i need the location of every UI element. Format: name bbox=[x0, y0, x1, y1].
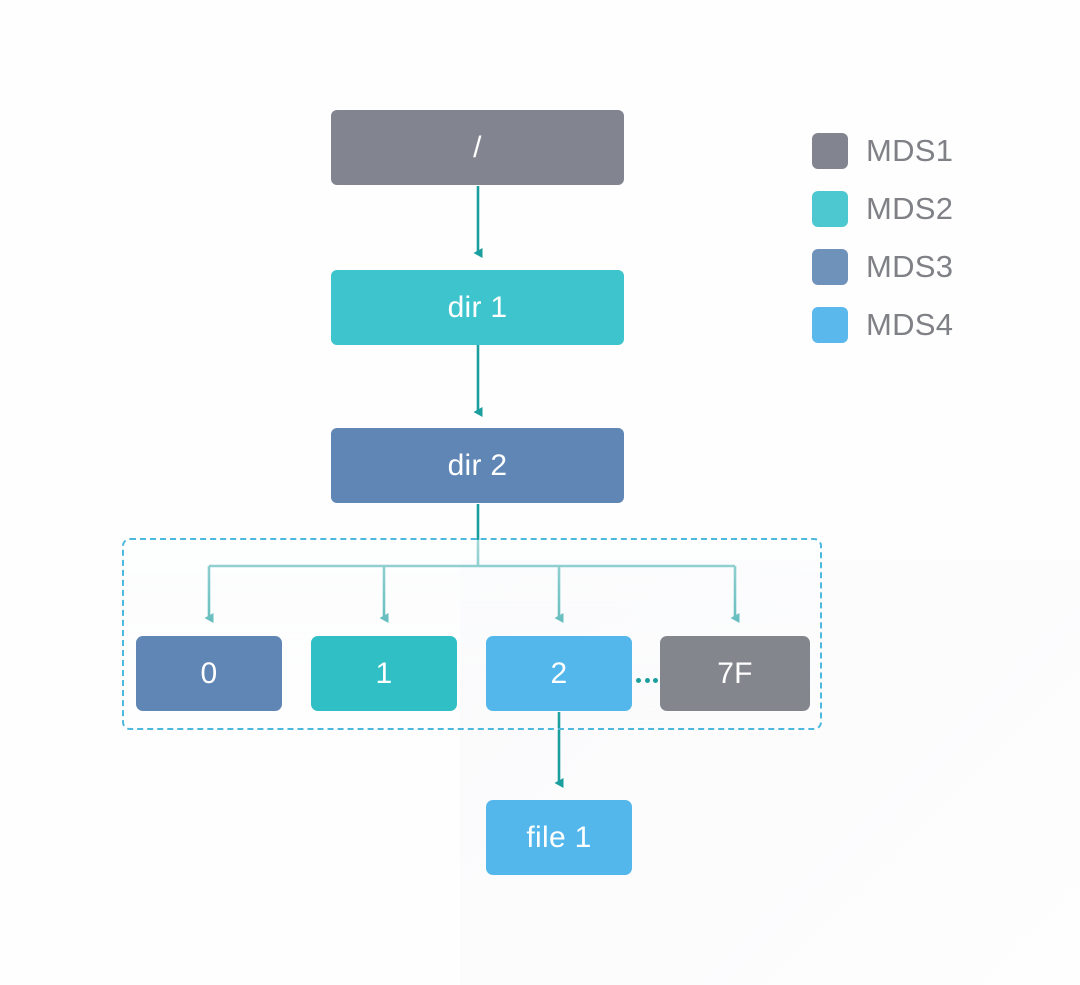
legend-item-mds1: MDS1 bbox=[812, 122, 1042, 180]
legend-label-mds4: MDS4 bbox=[866, 307, 954, 342]
fragment-0-label: 0 bbox=[200, 656, 218, 690]
node-dir2[interactable]: dir 2 bbox=[331, 428, 624, 503]
node-root-label: / bbox=[473, 130, 482, 164]
node-file1-label: file 1 bbox=[526, 820, 592, 854]
legend-label-mds1: MDS1 bbox=[866, 133, 954, 168]
legend-item-mds4: MDS4 bbox=[812, 296, 1042, 354]
legend-label-mds3: MDS3 bbox=[866, 249, 954, 284]
legend-swatch-mds1 bbox=[812, 133, 848, 169]
fragment-7f[interactable]: 7F bbox=[660, 636, 810, 711]
legend-label-mds2: MDS2 bbox=[866, 191, 954, 226]
node-root[interactable]: / bbox=[331, 110, 624, 185]
fragment-2-label: 2 bbox=[550, 656, 568, 690]
fragment-2[interactable]: 2 bbox=[486, 636, 632, 711]
legend-item-mds2: MDS2 bbox=[812, 180, 1042, 238]
fragment-1[interactable]: 1 bbox=[311, 636, 457, 711]
node-file1[interactable]: file 1 bbox=[486, 800, 632, 875]
fragment-1-label: 1 bbox=[375, 656, 393, 690]
legend: MDS1 MDS2 MDS3 MDS4 bbox=[812, 122, 1042, 354]
legend-swatch-mds2 bbox=[812, 191, 848, 227]
fragment-7f-label: 7F bbox=[717, 656, 753, 690]
legend-item-mds3: MDS3 bbox=[812, 238, 1042, 296]
node-dir1[interactable]: dir 1 bbox=[331, 270, 624, 345]
legend-swatch-mds4 bbox=[812, 307, 848, 343]
node-dir2-label: dir 2 bbox=[447, 448, 508, 482]
node-dir1-label: dir 1 bbox=[447, 290, 508, 324]
fragment-ellipsis-icon bbox=[636, 676, 658, 684]
legend-swatch-mds3 bbox=[812, 249, 848, 285]
fragment-0[interactable]: 0 bbox=[136, 636, 282, 711]
